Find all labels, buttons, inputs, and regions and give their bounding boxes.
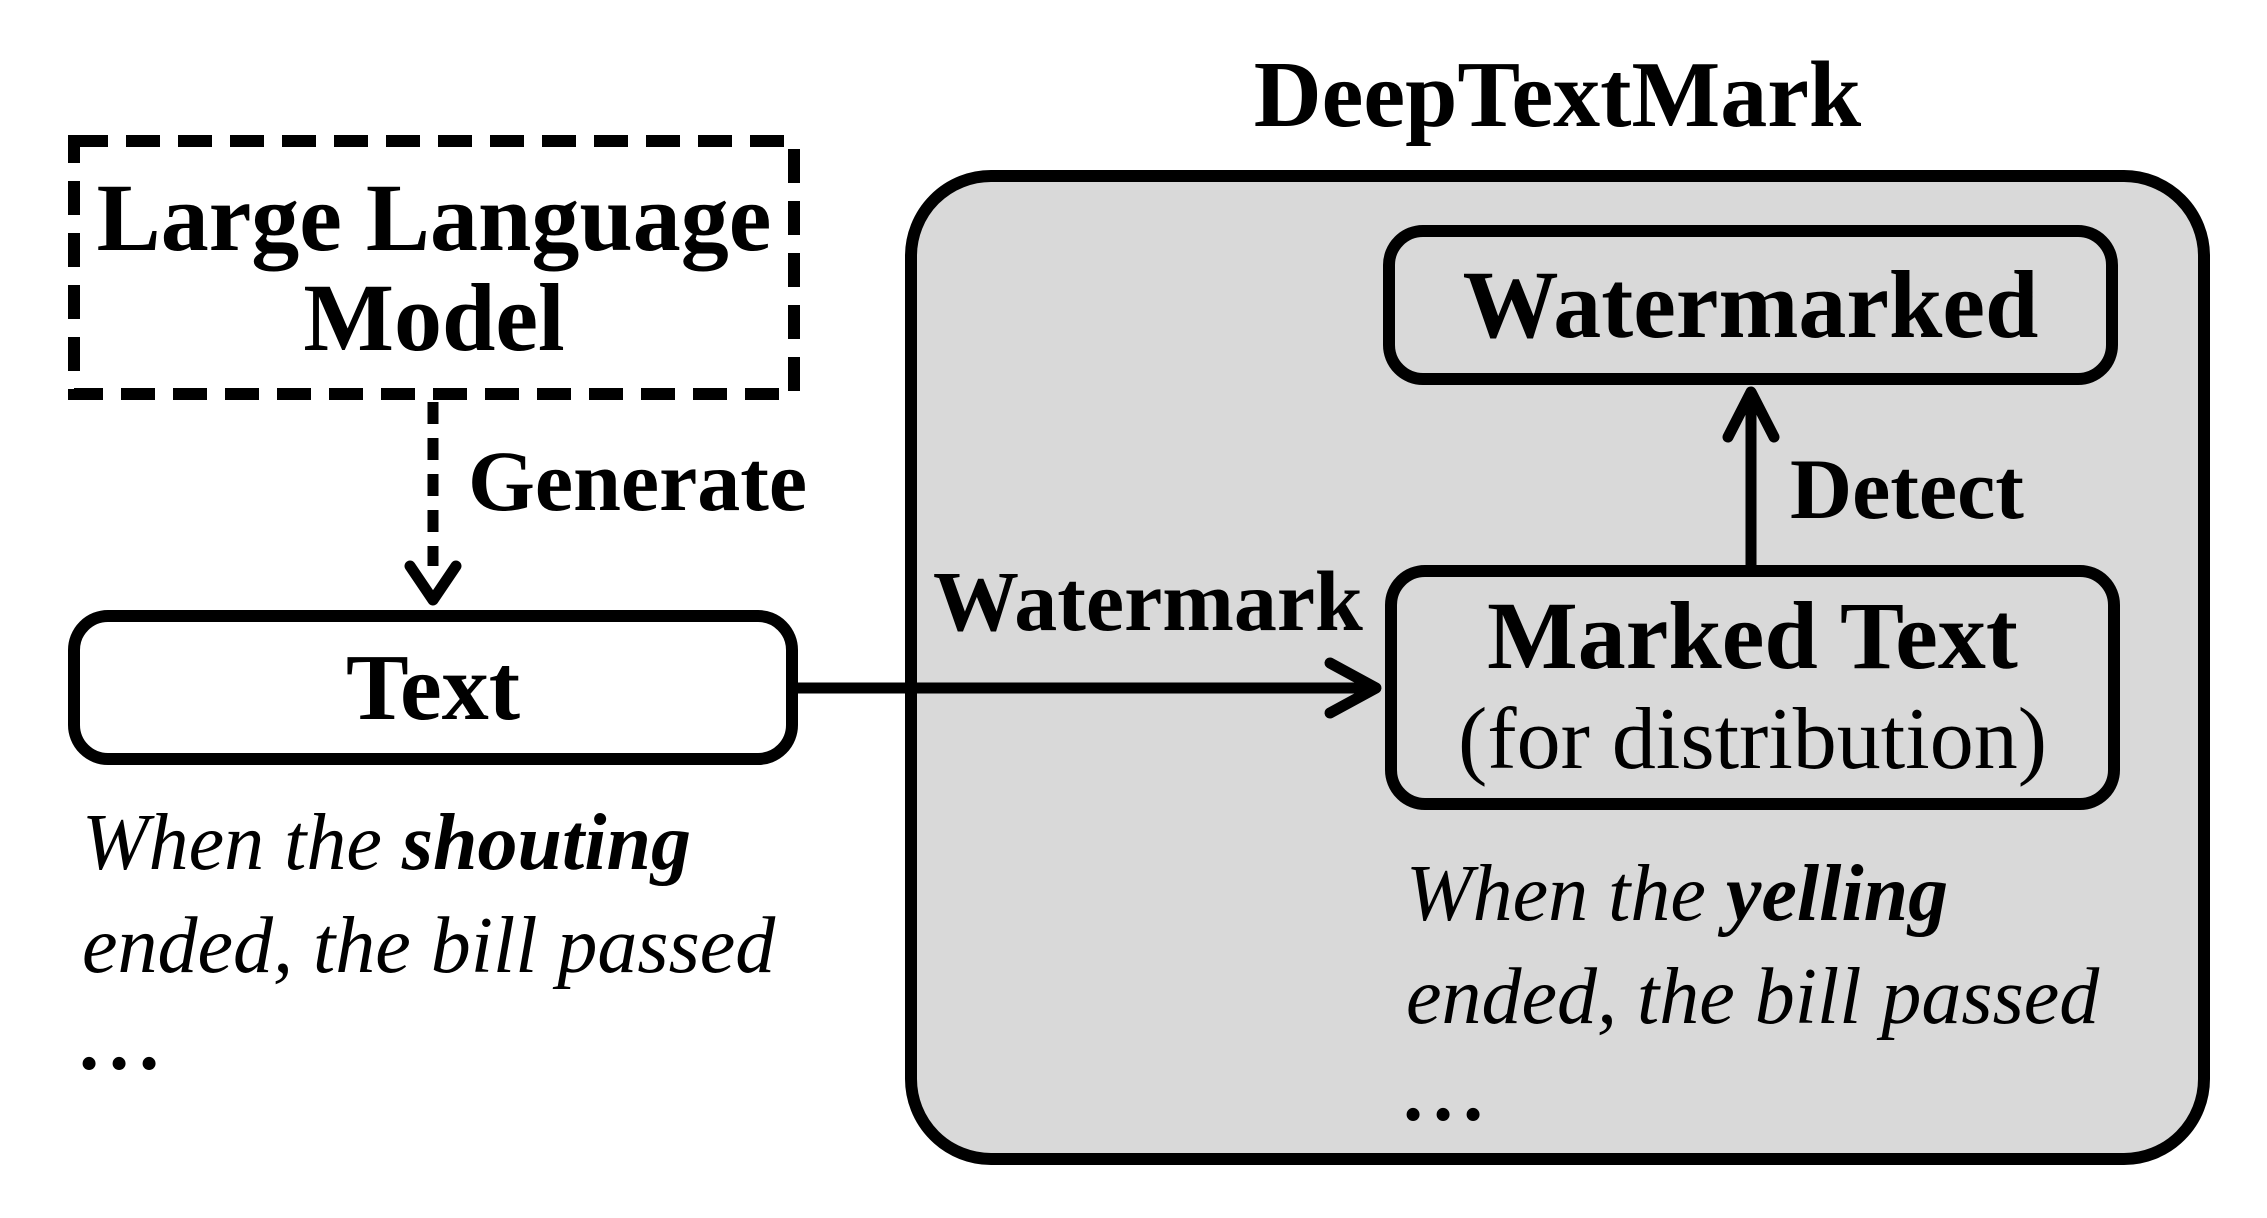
- text-box-outline: [68, 610, 798, 765]
- marked-text-box-label: Marked Text (for distribution): [1385, 565, 2120, 810]
- marked-text-box-outline: [1385, 565, 2120, 810]
- watermark-label: Watermark: [933, 553, 1363, 649]
- llm-box-label: Large Language Model: [68, 135, 800, 400]
- detect-arrow: [1722, 386, 1780, 565]
- marked-sample-line2: ended, the bill passed: [1406, 953, 2100, 1041]
- marked-text-box-title: Marked Text: [1487, 581, 2018, 689]
- original-sample-line1: When the shouting: [82, 799, 691, 887]
- generate-arrow: [404, 402, 462, 606]
- original-sample-keyword: shouting: [401, 799, 691, 887]
- marked-sample-ellipsis: ...: [1406, 1050, 1496, 1138]
- marked-text-box-subtitle: (for distribution): [1457, 690, 2047, 788]
- marked-sample-keyword: yelling: [1725, 850, 1949, 938]
- diagram-title: DeepTextMark: [1253, 43, 1862, 147]
- watermarked-box-outline: [1383, 225, 2118, 385]
- original-sample-text: When the shouting ended, the bill passed…: [82, 792, 775, 1088]
- text-box-label: Text: [345, 635, 521, 740]
- marked-sample-line1: When the yelling: [1406, 850, 1949, 938]
- watermarked-box-label: Watermarked: [1462, 251, 2039, 358]
- original-sample-line2: ended, the bill passed: [82, 902, 776, 990]
- llm-box-label-line1: Large Language: [96, 163, 772, 271]
- watermark-arrow: [798, 657, 1382, 719]
- llm-box-outline: [68, 135, 800, 400]
- llm-box-label-line2: Model: [303, 263, 565, 371]
- marked-sample-text: When the yelling ended, the bill passed …: [1406, 843, 2099, 1139]
- original-sample-ellipsis: ...: [82, 999, 172, 1087]
- detect-label: Detect: [1790, 441, 2024, 537]
- generate-label: Generate: [468, 433, 808, 529]
